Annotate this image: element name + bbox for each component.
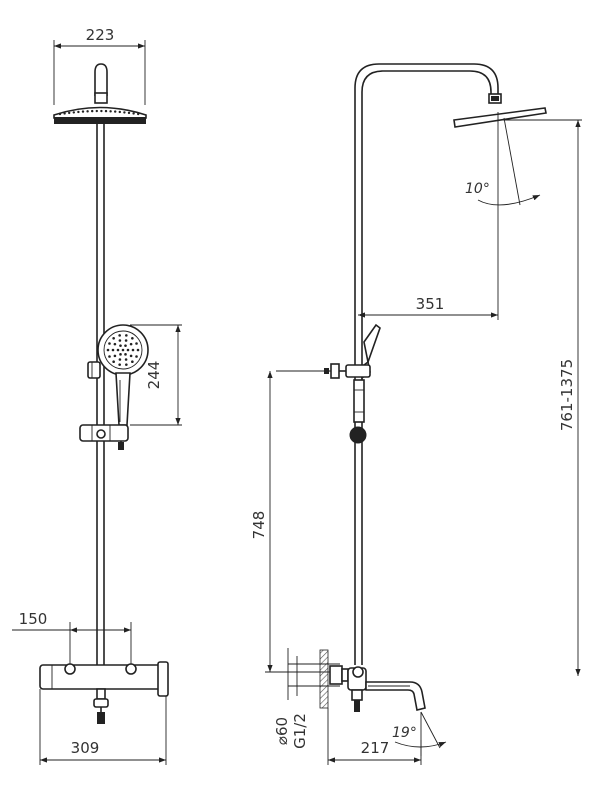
total-height-dimension: 761-1375	[500, 119, 582, 676]
rail-bracket-front	[87, 361, 101, 379]
spout-reach-dimension: 217	[327, 708, 422, 765]
hand-nozzle-dot	[112, 336, 115, 340]
head-connector	[94, 92, 108, 104]
bracket-side	[276, 363, 371, 379]
nozzle-dot	[77, 110, 80, 114]
nozzle-dot	[58, 112, 62, 116]
hand-nozzle-dot	[118, 339, 122, 342]
pipe-diameter-label: ⌀60	[273, 717, 291, 745]
mixer-side	[347, 666, 367, 712]
nozzle-dot	[63, 112, 66, 115]
mixer-width-label: 309	[71, 739, 100, 757]
hand-shower-height-dimension: 244	[130, 324, 182, 426]
riser-pipe-side	[354, 63, 499, 665]
hand-nozzle-dot	[131, 336, 134, 340]
slider-side	[349, 379, 367, 444]
hand-nozzle-dot	[113, 354, 117, 358]
hand-nozzle-dot	[124, 344, 127, 347]
hand-nozzle-dot	[131, 360, 134, 364]
hand-nozzle-dot	[126, 348, 130, 352]
hand-nozzle-dot	[108, 342, 111, 345]
nozzle-dot	[132, 112, 135, 115]
nozzle-dot	[81, 110, 85, 113]
arm-reach-label: 351	[416, 295, 445, 313]
nozzle-dot	[114, 110, 117, 113]
head-nozzles	[58, 109, 140, 116]
nozzle-dot	[118, 110, 122, 114]
head-width-dimension: 223	[53, 26, 146, 105]
hand-nozzle-dot	[121, 348, 125, 352]
hand-shower-front	[97, 324, 149, 426]
bracket-height-dimension: 748	[250, 371, 355, 673]
bracket-height-label: 748	[250, 511, 268, 540]
mixer-front	[39, 661, 169, 724]
hand-nozzle-dot	[119, 344, 122, 347]
hand-nozzle-dot	[135, 342, 138, 345]
inlet-spacing-dimension: 150	[12, 610, 132, 665]
hand-nozzle-dot	[125, 363, 128, 366]
slider-holder-front	[79, 424, 129, 442]
hand-nozzle-dot	[106, 348, 110, 352]
hand-nozzle-dot	[113, 342, 117, 346]
hand-nozzle-dot	[118, 358, 122, 361]
nozzle-dot	[91, 109, 94, 113]
nozzle-dot	[109, 110, 112, 113]
head-angle-label: 10°	[465, 181, 490, 197]
head-width-label: 223	[86, 26, 115, 44]
rain-shower-head-front	[53, 106, 147, 124]
head-angle-annotation: 10°	[465, 112, 541, 206]
nozzle-dot	[72, 111, 76, 114]
shower-arm-front	[94, 63, 108, 104]
nozzle-dot	[100, 109, 103, 113]
nozzle-dot	[68, 111, 71, 115]
wall-section	[319, 649, 329, 709]
mixer-handle-front	[157, 661, 169, 697]
rain-shower-head-side	[453, 93, 547, 128]
hand-nozzle-dot	[116, 348, 120, 352]
spout-reach-label: 217	[361, 739, 390, 757]
hand-nozzle-dot	[136, 348, 140, 352]
hand-nozzle-dot	[135, 355, 138, 358]
side-view: 10° 351 761-1375	[250, 63, 582, 765]
hand-nozzle-dot	[125, 334, 128, 337]
hand-nozzle-dot	[118, 363, 121, 366]
spout-angle-annotation: 19°	[392, 711, 447, 756]
nozzle-dot	[104, 109, 108, 113]
nozzle-dot	[95, 109, 99, 113]
hand-nozzles	[106, 334, 140, 366]
hand-nozzle-dot	[124, 339, 128, 342]
hand-nozzle-dot	[111, 348, 115, 352]
hand-nozzle-dot	[131, 348, 135, 352]
riser-rail-front	[96, 124, 105, 665]
spout-angle-label: 19°	[392, 725, 417, 741]
total-height-label: 761-1375	[558, 359, 576, 431]
hand-shower-height-label: 244	[145, 361, 163, 390]
arm-reach-dimension: 351	[358, 205, 499, 320]
nozzle-dot	[123, 111, 126, 114]
inlet-spacing-label: 150	[19, 610, 48, 628]
hand-nozzle-dot	[129, 354, 133, 358]
hose-front	[118, 441, 124, 450]
hand-nozzle-dot	[124, 358, 128, 361]
hand-nozzle-dot	[124, 353, 127, 356]
connection-labels: ⌀60 G1/2	[273, 713, 309, 749]
nozzle-dot	[86, 110, 89, 113]
hand-nozzle-dot	[112, 360, 115, 364]
wall-connection-side	[287, 648, 349, 700]
bath-spout-side	[365, 681, 426, 711]
front-view: 223	[12, 26, 182, 765]
thread-label: G1/2	[291, 713, 309, 749]
nozzle-dot	[137, 112, 140, 116]
hand-nozzle-dot	[118, 334, 121, 337]
hand-nozzle-dot	[119, 353, 122, 356]
hand-nozzle-dot	[108, 355, 111, 358]
mixer-width-dimension: 309	[39, 689, 167, 765]
nozzle-dot	[127, 111, 131, 115]
hand-nozzle-dot	[129, 342, 133, 346]
